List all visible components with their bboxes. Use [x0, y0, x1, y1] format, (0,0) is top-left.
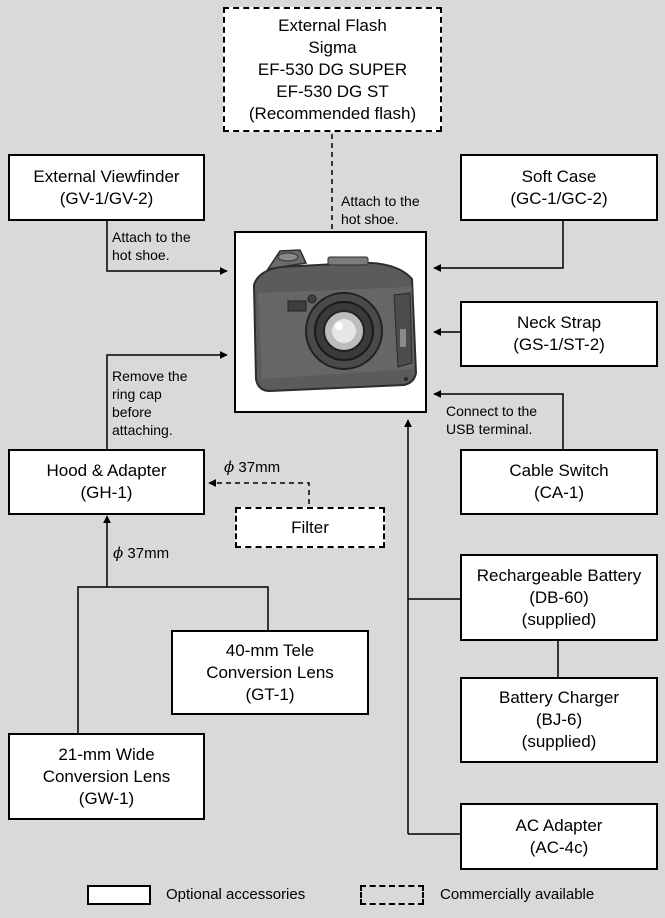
cable-switch-name: Cable Switch	[509, 461, 609, 480]
hot-shoe-note-flash-line-2: hot shoe.	[341, 211, 399, 227]
neck-strap-box: Neck Strap (GS-1/ST-2)	[460, 301, 658, 367]
wide-lens-line-1: 21-mm Wide	[58, 744, 155, 764]
legend-commercial-swatch	[360, 885, 424, 905]
filter-connector	[208, 479, 310, 513]
external-flash-line-2: Sigma	[308, 37, 357, 57]
rechargeable-battery-box: Rechargeable Battery (DB-60) (supplied)	[460, 554, 658, 641]
ring-cap-note-line-4: attaching.	[112, 422, 173, 438]
camera-image	[252, 249, 418, 393]
hood-adapter-name: Hood & Adapter	[46, 461, 167, 480]
external-viewfinder-name: External Viewfinder	[33, 166, 180, 186]
neck-strap-model: (GS-1/ST-2)	[513, 335, 605, 354]
hot-shoe-note-viewfinder: Attach to the hot shoe.	[112, 228, 191, 264]
external-flash-box: External Flash Sigma EF-530 DG SUPER EF-…	[223, 7, 442, 132]
filter-size-value: 37mm	[238, 459, 281, 476]
lens-bracket	[77, 586, 269, 733]
hood-adapter-box: Hood & Adapter (GH-1)	[8, 449, 205, 515]
cable-switch-connector	[433, 390, 564, 449]
tele-conversion-lens-box: 40-mm Tele Conversion Lens (GT-1)	[171, 630, 369, 715]
wide-conversion-lens-box: 21-mm Wide Conversion Lens (GW-1)	[8, 733, 205, 820]
neck-strap-name: Neck Strap	[516, 313, 602, 332]
tele-lens-line-2: Conversion Lens	[206, 662, 334, 682]
legend-optional-label: Optional accessories	[166, 886, 306, 903]
tele-lens-line-3: (GT-1)	[245, 684, 295, 704]
battery-charger-model: (BJ-6)	[535, 710, 583, 729]
battery-charger-supplied: (supplied)	[521, 732, 597, 751]
ac-adapter-model: (AC-4c)	[529, 837, 589, 857]
usb-terminal-note: Connect to the USB terminal.	[446, 402, 537, 438]
soft-case-box: Soft Case (GC-1/GC-2)	[460, 154, 658, 221]
ring-cap-note: Remove the ring cap before attaching.	[112, 367, 187, 439]
external-flash-line-1: External Flash	[278, 15, 387, 35]
ring-cap-note-line-3: before	[112, 404, 152, 420]
hot-shoe-note-flash: Attach to the hot shoe.	[341, 192, 420, 228]
external-flash-line-4: EF-530 DG ST	[276, 81, 389, 101]
lens-size-note: ϕ 37mm	[113, 544, 169, 563]
legend-optional-swatch	[87, 885, 151, 905]
filter-box: Filter	[235, 507, 385, 548]
soft-case-connector	[433, 221, 564, 272]
external-flash-line-5: (Recommended flash)	[248, 103, 417, 123]
hood-connector	[106, 351, 228, 449]
diameter-symbol: ϕ	[113, 544, 124, 562]
camera-frame	[234, 231, 427, 413]
lens-size-value: 37mm	[127, 545, 170, 562]
ac-adapter-name: AC Adapter	[515, 815, 603, 835]
rechargeable-battery-name: Rechargeable Battery	[476, 565, 642, 585]
battery-charger-box: Battery Charger (BJ-6) (supplied)	[460, 677, 658, 763]
rechargeable-battery-model: (DB-60)	[529, 587, 589, 607]
soft-case-model: (GC-1/GC-2)	[510, 188, 608, 208]
hot-shoe-note-viewfinder-line-1: Attach to the	[112, 229, 191, 245]
legend-commercial-label: Commercially available	[440, 886, 595, 903]
usb-terminal-note-line-2: USB terminal.	[446, 421, 533, 437]
filter-size-note: ϕ 37mm	[224, 458, 280, 477]
rechargeable-battery-supplied: (supplied)	[521, 609, 597, 629]
hot-shoe-note-viewfinder-line-2: hot shoe.	[112, 247, 170, 263]
battery-charger-name: Battery Charger	[499, 688, 619, 707]
ring-cap-note-line-1: Remove the	[112, 368, 188, 384]
external-flash-line-3: EF-530 DG SUPER	[257, 59, 408, 79]
hood-adapter-model: (GH-1)	[80, 483, 133, 502]
cable-switch-model: (CA-1)	[533, 483, 585, 502]
filter-name: Filter	[291, 517, 329, 537]
ac-adapter-box: AC Adapter (AC-4c)	[460, 803, 658, 870]
wide-lens-line-3: (GW-1)	[78, 788, 135, 808]
usb-terminal-note-line-1: Connect to the	[446, 403, 538, 419]
tele-lens-line-1: 40-mm Tele	[225, 640, 315, 660]
viewfinder-connector	[106, 221, 228, 275]
soft-case-name: Soft Case	[521, 166, 597, 186]
external-viewfinder-model: (GV-1/GV-2)	[59, 188, 154, 208]
hot-shoe-note-flash-line-1: Attach to the	[341, 193, 420, 209]
wide-lens-line-2: Conversion Lens	[42, 766, 171, 786]
cable-switch-box: Cable Switch (CA-1)	[460, 449, 658, 515]
ring-cap-note-line-2: ring cap	[112, 386, 162, 402]
diameter-symbol: ϕ	[224, 458, 235, 476]
external-viewfinder-box: External Viewfinder (GV-1/GV-2)	[8, 154, 205, 221]
